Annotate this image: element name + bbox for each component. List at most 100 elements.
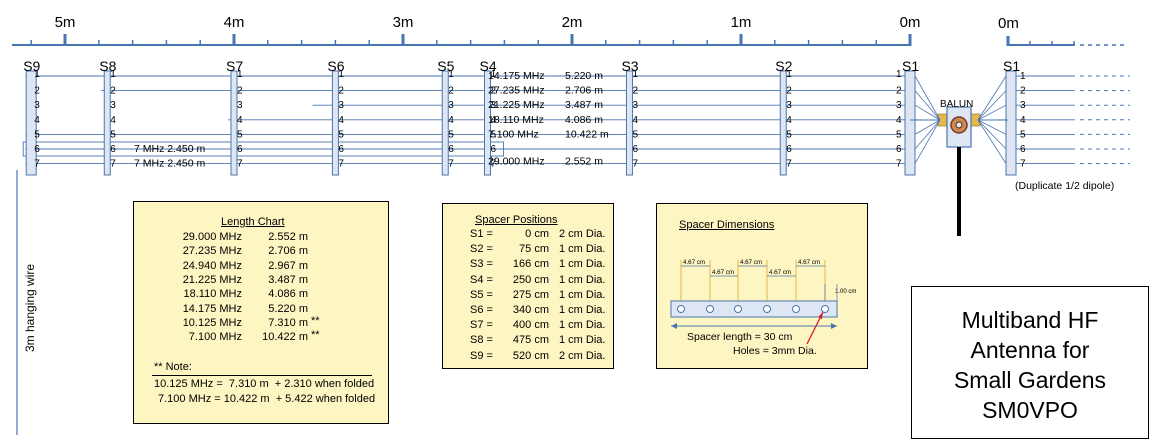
- spacer-position-id: S3 =: [470, 258, 493, 271]
- hole-number: 1: [34, 69, 40, 80]
- spacer-dimensions-box: Spacer Dimensions Spacer length = 30 cm …: [656, 203, 868, 369]
- length-chart-freq: 21.225 MHz: [182, 273, 242, 286]
- hole-number: 3: [34, 100, 40, 111]
- length-chart-freq: 27.235 MHz: [182, 245, 242, 258]
- hole-number: 7: [786, 159, 792, 170]
- spacer-positions-title: Spacer Positions: [475, 214, 558, 226]
- hole-number: 6: [34, 144, 40, 155]
- spacer-position-diameter: 1 cm Dia.: [559, 319, 606, 332]
- spacer-position-diameter: 1 cm Dia.: [559, 304, 606, 316]
- scale-label: 0m: [900, 14, 921, 31]
- hole-number: 6: [1020, 144, 1026, 155]
- hole-number: 5: [34, 129, 40, 140]
- spacer-s5: [441, 70, 449, 176]
- hole-number: 2: [632, 86, 638, 97]
- wire-frequency-label: 18.110 MHz: [488, 114, 544, 126]
- spacer-s3: [625, 70, 633, 176]
- spacer-label-s8: S8: [99, 58, 116, 74]
- hole-number: 3: [786, 100, 792, 111]
- spacer-label-s5: S5: [437, 58, 454, 74]
- balun-fan-right: [977, 119, 1007, 164]
- spacer-label-s4: S4: [480, 58, 497, 74]
- hole-number: 5: [896, 129, 902, 140]
- balun-fan-right: [977, 119, 1007, 150]
- wire-length-label: 5.220 m: [565, 70, 603, 82]
- wire-frequency-label: 27.235 MHz: [488, 85, 545, 97]
- length-chart-freq: 29.000 MHz: [182, 231, 242, 243]
- hole-number: 7: [448, 159, 454, 170]
- length-chart-length: 2.967 m: [268, 259, 308, 272]
- wire-frequency-label: 29.000 MHz: [488, 156, 545, 168]
- spacer-position-cm: 166 cm: [512, 258, 549, 271]
- spacer-position-id: S6 =: [470, 304, 493, 316]
- length-chart-length: 7.310 m: [268, 316, 308, 329]
- spacer-hole-icon: [821, 305, 829, 313]
- length-chart-freq: 24.940 MHz: [182, 259, 242, 272]
- hole-number: 3: [896, 100, 902, 111]
- spacer-s4: [484, 70, 491, 176]
- hole-number: 4: [786, 115, 792, 126]
- scale-label: 1m: [731, 14, 752, 31]
- hole-number: 5: [338, 129, 344, 140]
- hole-number: 4: [338, 115, 344, 126]
- spacer-dimensions-title: Spacer Dimensions: [679, 219, 775, 231]
- spacer-s2: [779, 70, 787, 176]
- gap-dimension-label: 4.67 cm: [712, 269, 734, 276]
- wire-length-label: 10.422 m: [565, 128, 609, 140]
- hole-number: 7: [110, 159, 116, 170]
- spacer-position-id: S5 =: [470, 288, 493, 301]
- title-line-2: Antenna for: [970, 337, 1090, 363]
- hole-number: 4: [896, 115, 902, 126]
- hole-number: 5: [1020, 129, 1026, 140]
- spacer-s8: [103, 70, 111, 176]
- fold-label: 7 MHz 2.450 m: [134, 158, 205, 170]
- wire-frequency-label: 7.100 MHz: [488, 128, 539, 140]
- hole-number: 1: [1020, 71, 1026, 82]
- hole-number: 2: [338, 86, 344, 97]
- spacer-label-s1: S1: [902, 58, 919, 74]
- hole-number: 6: [448, 144, 454, 155]
- fold-label: 7 MHz 2.450 m: [134, 143, 205, 155]
- spacer-hole-icon: [706, 305, 714, 313]
- wire-frequency-label: 21.225 MHz: [488, 99, 545, 111]
- length-chart-length: 10.422 m: [262, 331, 308, 344]
- hole-number: 3: [448, 100, 454, 111]
- wire-length-label: 2.552 m: [565, 156, 603, 168]
- length-chart-freq: 14.175 MHz: [182, 302, 242, 315]
- spacer-label-s9: S9: [23, 58, 40, 74]
- spacer-length-label: Spacer length = 30 cm: [687, 331, 793, 343]
- hole-number: 2: [34, 86, 40, 97]
- hole-number: 4: [110, 115, 116, 126]
- spacer-position-cm: 400 cm: [512, 319, 549, 332]
- wire-length-label: 4.086 m: [565, 114, 603, 126]
- spacer-position-id: S8 =: [470, 334, 493, 347]
- hole-number: 5: [448, 129, 454, 140]
- balun-fan-left: [914, 75, 941, 121]
- hole-number: 1: [896, 69, 902, 80]
- hole-number: 3: [491, 100, 497, 111]
- spacer-label-s7: S7: [226, 58, 243, 74]
- length-chart-mark: **: [311, 314, 320, 327]
- spacer-position-cm: 340 cm: [512, 304, 549, 316]
- wire-frequency-label: 14.175 MHz: [488, 70, 545, 82]
- gap-dimension-label: 4.67 cm: [769, 269, 791, 276]
- spacer-position-diameter: 2 cm Dia.: [559, 349, 606, 362]
- hole-number: 7: [1020, 159, 1026, 170]
- hole-number: 5: [110, 129, 116, 140]
- title-box: Multiband HF Antenna for Small Gardens S…: [911, 286, 1149, 439]
- length-chart-freq: 18.110 MHz: [183, 288, 243, 301]
- hole-number: 6: [491, 144, 497, 155]
- spacer-s9: [25, 70, 37, 176]
- balun-fan-right: [977, 119, 1007, 135]
- hole-number: 4: [491, 115, 497, 126]
- length-chart-note-2: 7.100 MHz = 10.422 m + 5.422 when folded: [158, 393, 376, 405]
- balun-fan-left: [914, 119, 941, 164]
- length-chart-title: Length Chart: [221, 216, 285, 228]
- balun-fan-right: [977, 90, 1007, 121]
- hole-number: 7: [491, 159, 497, 170]
- spacer-hole-icon: [763, 305, 771, 313]
- spacer-position-id: S2 =: [470, 243, 493, 256]
- title-line-4: SM0VPO: [982, 397, 1078, 423]
- length-chart-length: 5.220 m: [268, 302, 308, 315]
